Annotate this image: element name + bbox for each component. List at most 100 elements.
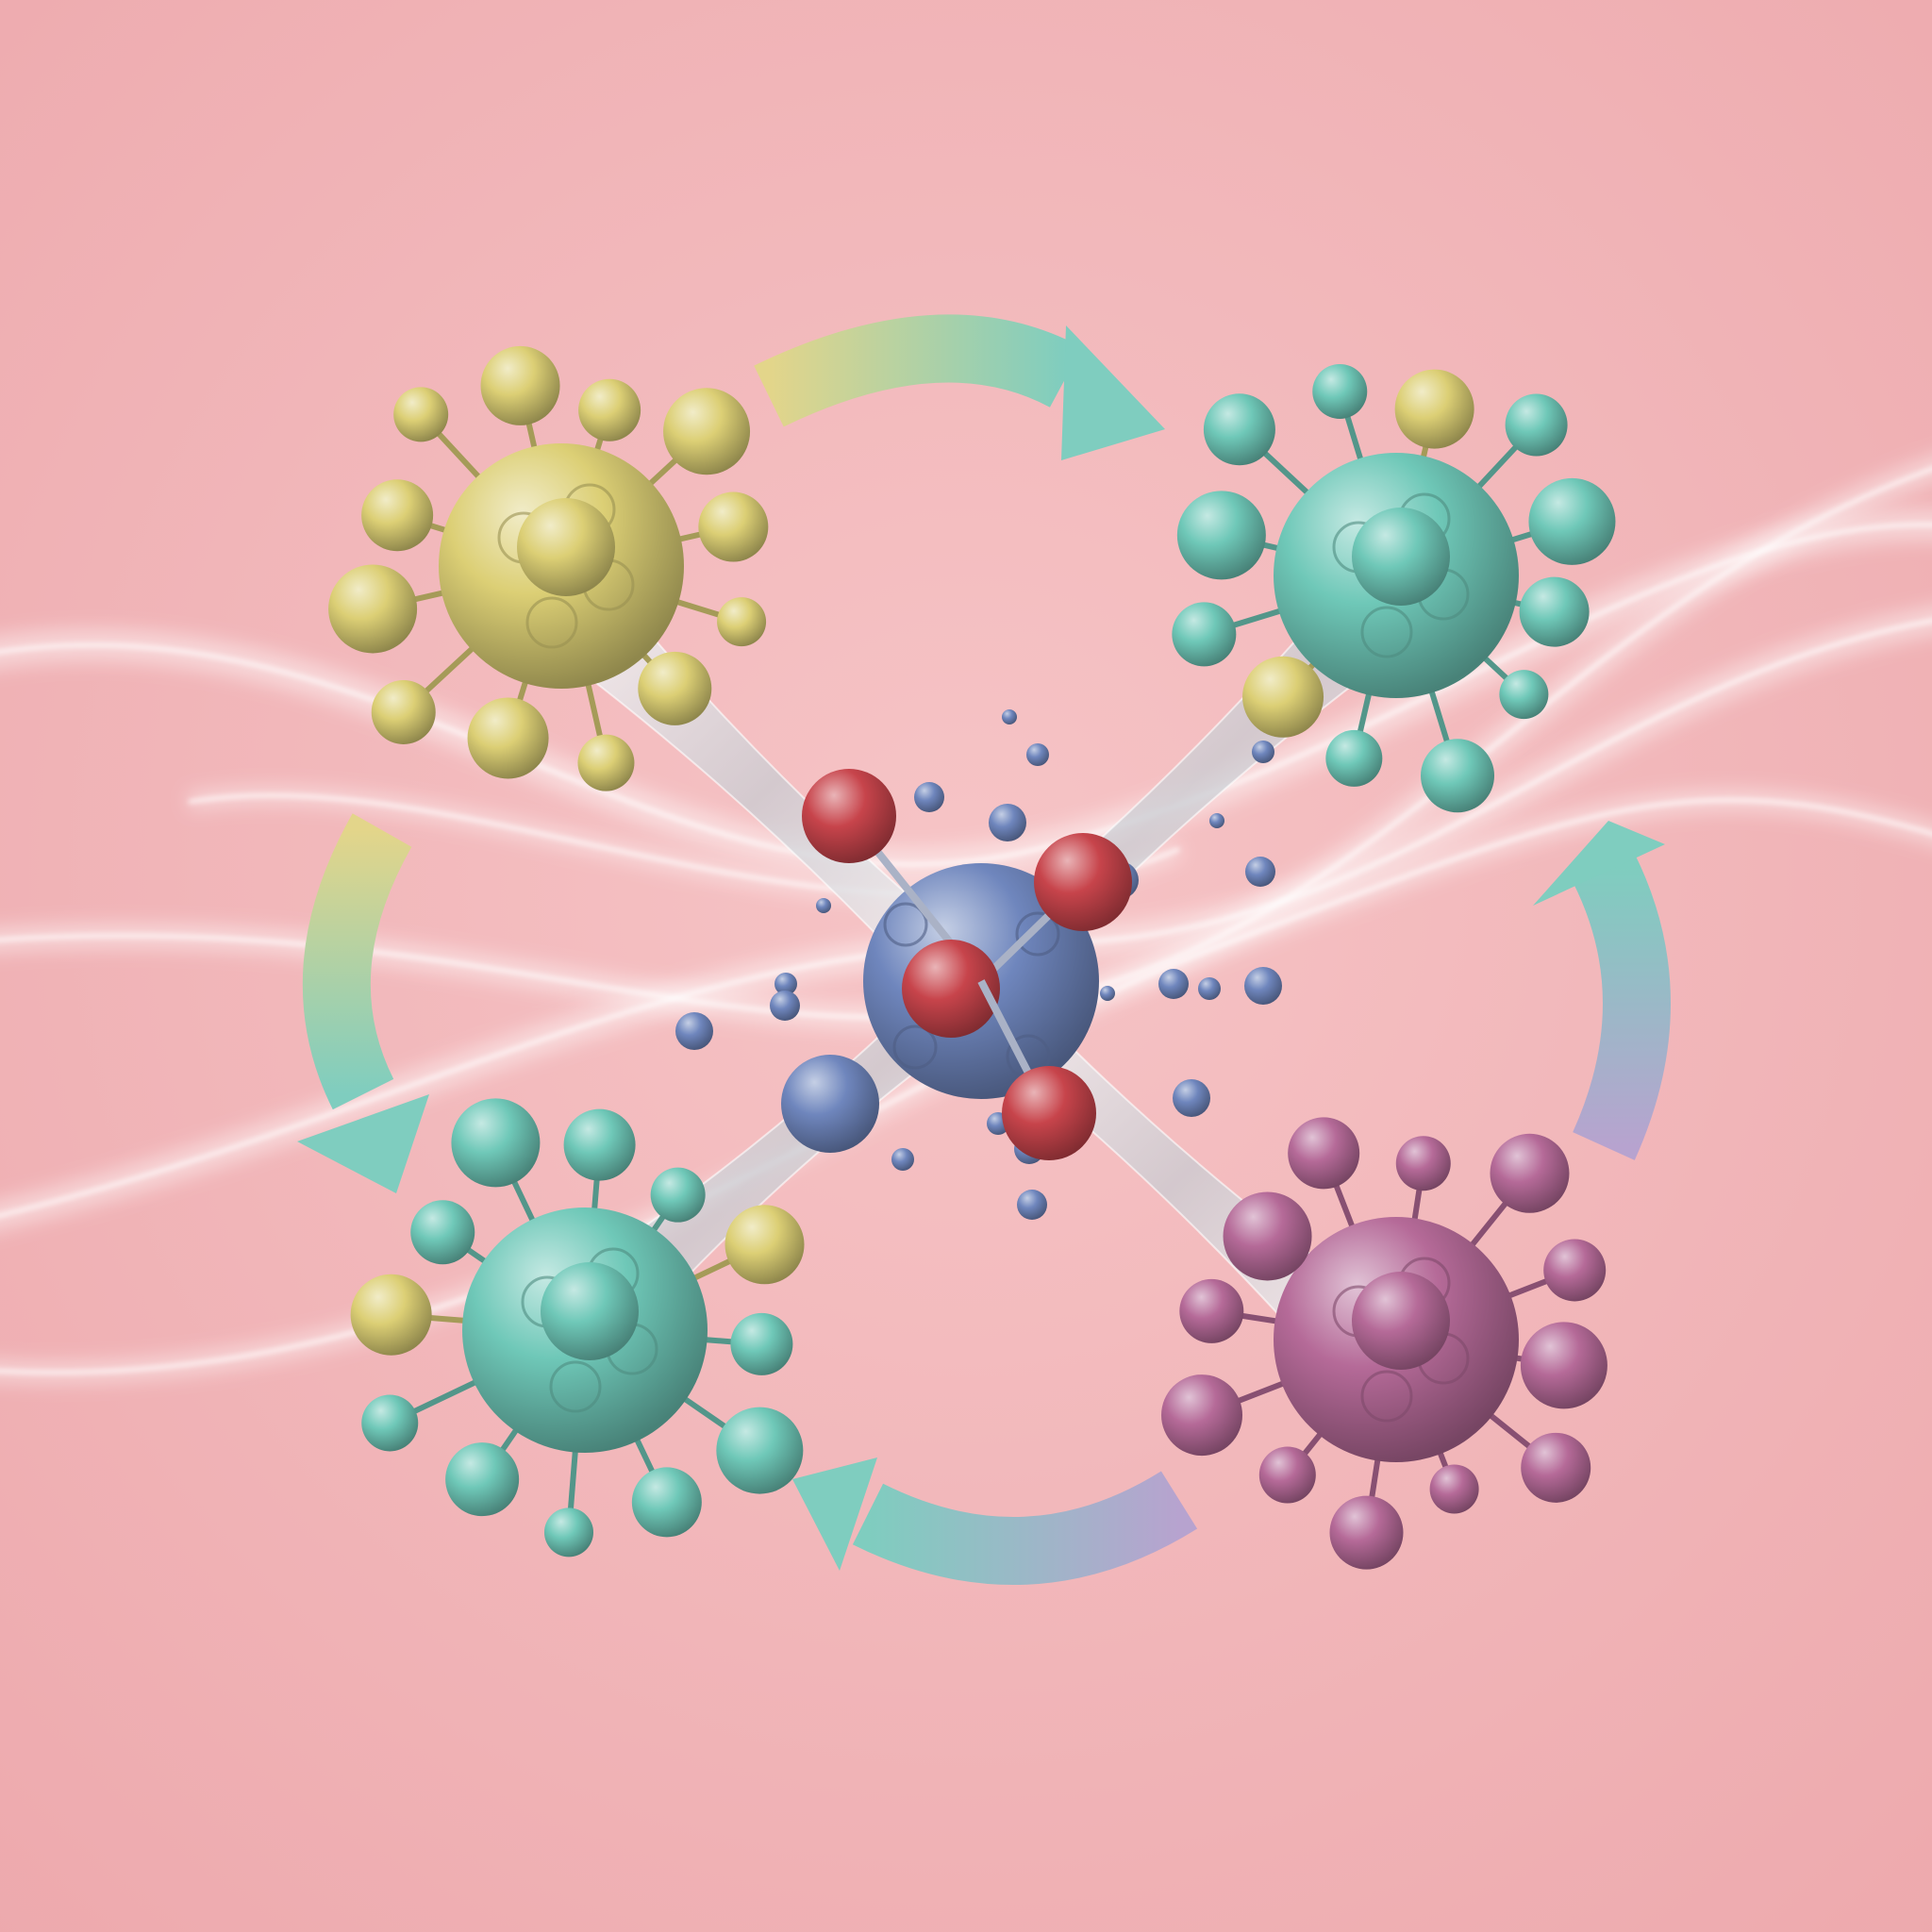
peripheral-atom xyxy=(1421,739,1495,813)
floating-particle xyxy=(675,1012,713,1050)
peripheral-atom xyxy=(1312,363,1368,419)
arrow-left xyxy=(297,813,429,1193)
floating-particle xyxy=(1002,709,1017,724)
front-atom xyxy=(517,498,615,596)
peripheral-atom xyxy=(1395,1136,1451,1191)
floating-particle xyxy=(1100,986,1115,1001)
arrow-head xyxy=(792,1457,877,1571)
cycle-arrows xyxy=(297,314,1671,1586)
peripheral-atom xyxy=(543,1507,593,1557)
peripheral-atom xyxy=(698,491,769,562)
molecule-clusters xyxy=(328,345,1616,1570)
peripheral-atom xyxy=(393,387,449,442)
peripheral-atom xyxy=(1499,670,1549,720)
peripheral-atom xyxy=(716,1407,804,1494)
floating-particle xyxy=(914,782,944,812)
peripheral-atom xyxy=(480,345,560,425)
peripheral-atom xyxy=(663,388,751,475)
cluster-top-right xyxy=(1172,363,1616,813)
binding-site xyxy=(1360,1370,1413,1423)
peripheral-atom xyxy=(717,597,767,647)
floating-particle xyxy=(1252,741,1274,763)
peripheral-atom xyxy=(1258,1446,1316,1504)
peripheral-atom xyxy=(1543,1239,1607,1302)
binding-site xyxy=(1360,606,1413,658)
floating-particle xyxy=(816,898,831,913)
floating-particle xyxy=(1209,813,1224,828)
front-atom xyxy=(1352,1272,1450,1370)
red-functional-group xyxy=(1002,1066,1096,1160)
floating-particle xyxy=(1026,743,1049,766)
floating-particle xyxy=(891,1148,914,1171)
floating-particle xyxy=(1017,1190,1047,1220)
arrow-top xyxy=(754,314,1165,460)
front-atom xyxy=(1352,508,1450,606)
arrow-bottom xyxy=(792,1457,1198,1586)
peripheral-atom xyxy=(724,1205,805,1285)
peripheral-atom xyxy=(1505,393,1568,457)
floating-particle xyxy=(1198,977,1221,1000)
peripheral-atom xyxy=(1223,1191,1312,1281)
peripheral-atom xyxy=(577,734,635,791)
red-functional-group xyxy=(802,769,896,863)
floating-particle xyxy=(1173,1079,1210,1117)
arrow-head xyxy=(1061,325,1165,460)
peripheral-atom xyxy=(1203,393,1275,466)
central-blue-cluster xyxy=(675,709,1282,1220)
peripheral-atom xyxy=(1520,1322,1607,1409)
arrow-right xyxy=(1533,821,1671,1160)
arrow-shaft xyxy=(852,1471,1198,1586)
arrow-head xyxy=(1533,821,1665,906)
peripheral-atom xyxy=(445,1442,520,1517)
floating-particle xyxy=(774,973,797,995)
peripheral-atom xyxy=(1329,1495,1404,1570)
floating-particle xyxy=(1245,857,1275,887)
binding-site xyxy=(1015,911,1060,957)
peripheral-atom xyxy=(1242,656,1324,738)
peripheral-atom xyxy=(1288,1117,1360,1190)
peripheral-atom xyxy=(638,651,712,725)
cluster-top-left xyxy=(328,345,769,791)
peripheral-atom xyxy=(730,1312,793,1375)
floating-particle xyxy=(1158,969,1189,999)
peripheral-atom xyxy=(361,1394,419,1452)
peripheral-atom xyxy=(451,1098,541,1188)
floating-particle xyxy=(1244,967,1282,1005)
peripheral-atom xyxy=(1429,1464,1479,1514)
peripheral-atom xyxy=(1528,477,1616,565)
peripheral-atom xyxy=(563,1108,636,1181)
binding-site xyxy=(892,1024,938,1070)
binding-site xyxy=(525,596,578,649)
peripheral-atom xyxy=(1325,729,1383,787)
peripheral-atom xyxy=(1176,491,1266,580)
peripheral-atom xyxy=(410,1200,475,1265)
red-functional-group xyxy=(902,940,1000,1038)
peripheral-atom xyxy=(1172,602,1237,667)
arrow-shaft xyxy=(302,813,412,1110)
light-streak-core xyxy=(0,523,1932,867)
peripheral-atom xyxy=(650,1167,706,1223)
blue-atom xyxy=(781,1055,879,1153)
peripheral-atom xyxy=(371,679,436,744)
cluster-bottom-right xyxy=(1161,1117,1607,1570)
red-functional-group xyxy=(1034,833,1132,931)
front-atom xyxy=(541,1262,639,1360)
arrow-shaft xyxy=(754,314,1083,427)
peripheral-atom xyxy=(578,378,641,441)
floating-particle xyxy=(770,991,800,1021)
peripheral-atom xyxy=(1161,1374,1243,1457)
peripheral-atom xyxy=(361,479,434,552)
peripheral-atom xyxy=(467,697,549,779)
arrow-shaft xyxy=(1573,852,1671,1160)
floating-particle xyxy=(989,804,1026,841)
peripheral-atom xyxy=(328,564,418,654)
peripheral-atom xyxy=(1179,1278,1244,1343)
peripheral-atom xyxy=(631,1467,702,1538)
peripheral-atom xyxy=(1521,1432,1591,1503)
peripheral-atom xyxy=(1519,576,1590,647)
peripheral-atom xyxy=(350,1274,432,1356)
cluster-bottom-left xyxy=(350,1098,805,1557)
peripheral-atom xyxy=(1490,1133,1570,1213)
arrow-head xyxy=(297,1094,429,1193)
